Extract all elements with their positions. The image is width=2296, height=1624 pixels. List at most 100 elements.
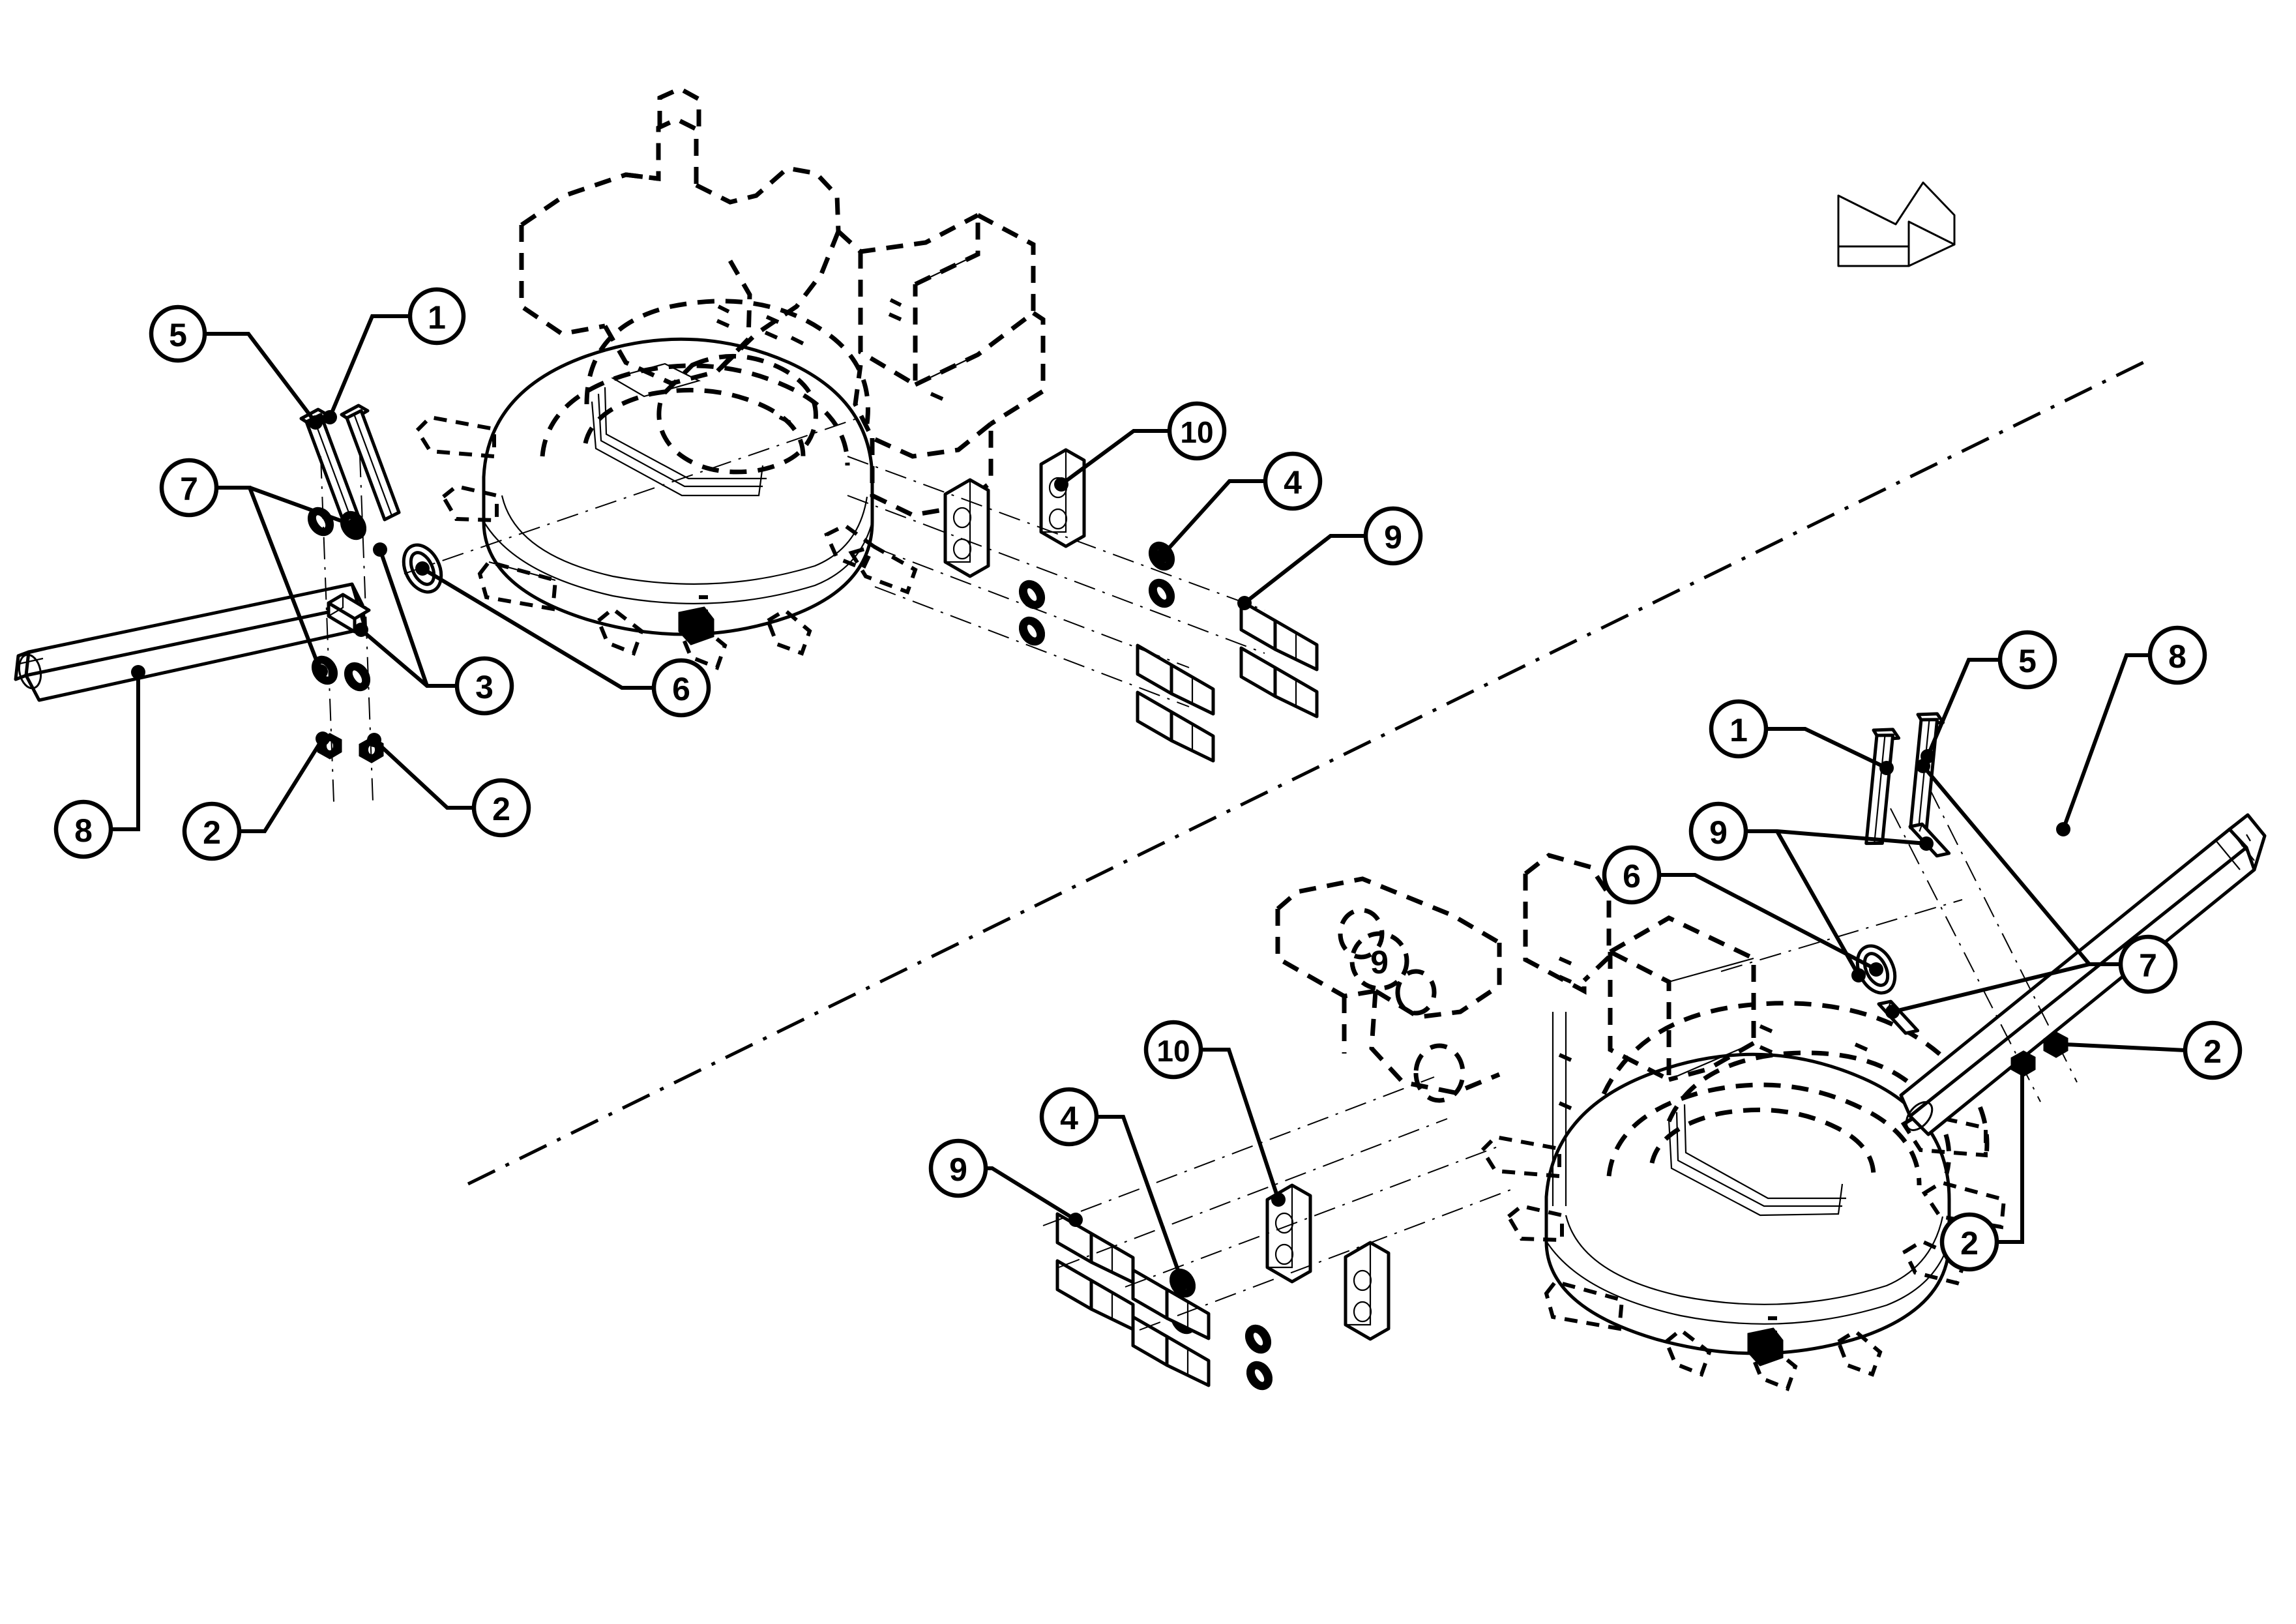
balloon-ring xyxy=(1997,630,2057,690)
balloon-number: 9 xyxy=(1709,814,1728,851)
nozzle-tubes-left xyxy=(415,415,918,670)
leader-terminator-dot xyxy=(1271,1192,1286,1207)
balloon-ring xyxy=(2147,625,2207,685)
leader-line-5 xyxy=(205,332,317,424)
callout-balloon-8[interactable]: 8 xyxy=(53,799,113,859)
balloon-number: 2 xyxy=(1960,1225,1979,1262)
callout-balloon-1[interactable]: 1 xyxy=(407,287,466,346)
balloon-ring xyxy=(928,1138,988,1198)
balloon-number: 1 xyxy=(1729,712,1748,748)
phantom-housing-left xyxy=(519,86,1046,518)
callout-balloon-10[interactable]: 10 xyxy=(1167,401,1227,461)
leader-terminator-dot xyxy=(1237,596,1252,610)
leader-terminator-dot xyxy=(1851,968,1866,982)
balloon-ring xyxy=(2183,1020,2243,1080)
balloon-number: 9 xyxy=(1370,944,1389,981)
leader-terminator-dot xyxy=(1916,759,1930,773)
phantom-housing-right xyxy=(1275,853,1990,1206)
balloon-number: 4 xyxy=(1060,1100,1078,1136)
balloon-number: 5 xyxy=(169,317,187,353)
balloon-ring xyxy=(1363,506,1423,566)
callout-balloon-5[interactable]: 5 xyxy=(1997,630,2057,690)
leader-terminator-dot xyxy=(373,542,387,557)
link-plate-front-left xyxy=(1041,450,1084,546)
balloon-number: 8 xyxy=(2168,638,2186,675)
balloon-number: 3 xyxy=(475,669,493,705)
callout-balloon-1[interactable]: 1 xyxy=(1709,699,1769,759)
balloon-number: 1 xyxy=(428,299,446,336)
leader-terminator-dot xyxy=(1155,549,1169,563)
rotor-dome-left xyxy=(482,337,874,636)
callout-balloon-10[interactable]: 10 xyxy=(1143,1020,1203,1080)
leader-lines xyxy=(111,314,2186,1290)
direction-arrow xyxy=(1837,181,1956,267)
leader-line-10 xyxy=(1201,1048,1280,1200)
rotor-dome-right xyxy=(1544,1052,1951,1355)
leader-terminator-dot xyxy=(323,410,337,424)
callout-balloon-6[interactable]: 6 xyxy=(1602,845,1662,905)
leader-line-9 xyxy=(1243,534,1366,605)
leader-line-9 xyxy=(986,1166,1077,1222)
balloon-ring xyxy=(471,778,531,838)
leader-line-3 xyxy=(360,549,457,688)
callout-balloon-2[interactable]: 2 xyxy=(2183,1020,2243,1080)
balloon-number: 6 xyxy=(1623,858,1641,894)
callout-balloon-9[interactable]: 9 xyxy=(1349,931,1409,991)
callout-balloon-2[interactable]: 2 xyxy=(1939,1212,1999,1272)
callout-balloon-6[interactable]: 6 xyxy=(651,658,711,718)
leader-line-1 xyxy=(328,314,410,419)
balloon-ring xyxy=(53,799,113,859)
hardware-cluster-left xyxy=(847,450,1317,761)
callout-balloon-5[interactable]: 5 xyxy=(149,304,207,363)
leader-terminator-dot xyxy=(415,561,430,576)
balloon-ring xyxy=(1143,1020,1203,1080)
leader-line-4 xyxy=(1160,479,1265,558)
balloon-ring xyxy=(2118,934,2178,994)
callout-balloon-7[interactable]: 7 xyxy=(2118,934,2178,994)
leader-terminator-dot xyxy=(354,623,368,637)
balloon-ring xyxy=(1263,451,1323,511)
leader-line-4 xyxy=(1096,1115,1185,1284)
leader-terminator-dot xyxy=(131,665,145,679)
chain-divider-line xyxy=(467,357,2153,1186)
balloon-ring xyxy=(651,658,711,718)
callout-balloon-9[interactable]: 9 xyxy=(1688,801,1748,861)
balloon-ring xyxy=(159,458,219,518)
leader-terminator-dot xyxy=(314,664,328,679)
callout-balloon-2[interactable]: 2 xyxy=(182,801,242,861)
balloon-ring xyxy=(1349,931,1409,991)
balloon-number: 9 xyxy=(949,1151,967,1188)
balloon-number: 10 xyxy=(1180,415,1213,449)
callout-balloon-3[interactable]: 3 xyxy=(454,656,514,716)
nozzle-tubes-right xyxy=(1480,1111,2007,1391)
leader-terminator-dot xyxy=(367,733,381,747)
leader-terminator-dot xyxy=(1879,761,1894,775)
callout-balloon-9[interactable]: 9 xyxy=(1363,506,1423,566)
leader-line-7 xyxy=(216,486,355,673)
leader-terminator-dot xyxy=(2056,822,2070,836)
link-plate-back-right xyxy=(1346,1243,1389,1339)
leader-line-5 xyxy=(1926,658,2000,758)
leader-line-9 xyxy=(1746,829,1927,977)
leader-line-2 xyxy=(1997,1063,2024,1244)
leader-terminator-dot xyxy=(2046,1037,2060,1051)
balloon-ring xyxy=(1939,1212,1999,1272)
balloon-ring xyxy=(454,656,514,716)
balloon-ring xyxy=(182,801,242,861)
hardware-cluster-right xyxy=(1042,1076,1513,1395)
callout-balloon-9[interactable]: 9 xyxy=(928,1138,988,1198)
balloon-ring xyxy=(1167,401,1227,461)
leader-line-1 xyxy=(1766,727,1888,770)
balloon-number: 4 xyxy=(1284,464,1302,501)
leader-terminator-dot xyxy=(1054,477,1068,492)
callout-balloon-7[interactable]: 7 xyxy=(159,458,219,518)
callout-balloon-8[interactable]: 8 xyxy=(2147,625,2207,685)
exploded-centerlines-right xyxy=(1720,788,2078,1102)
callout-balloon-4[interactable]: 4 xyxy=(1039,1087,1099,1147)
balloon-number: 7 xyxy=(180,471,198,507)
callout-balloon-4[interactable]: 4 xyxy=(1263,451,1323,511)
callout-balloon-2[interactable]: 2 xyxy=(471,778,531,838)
